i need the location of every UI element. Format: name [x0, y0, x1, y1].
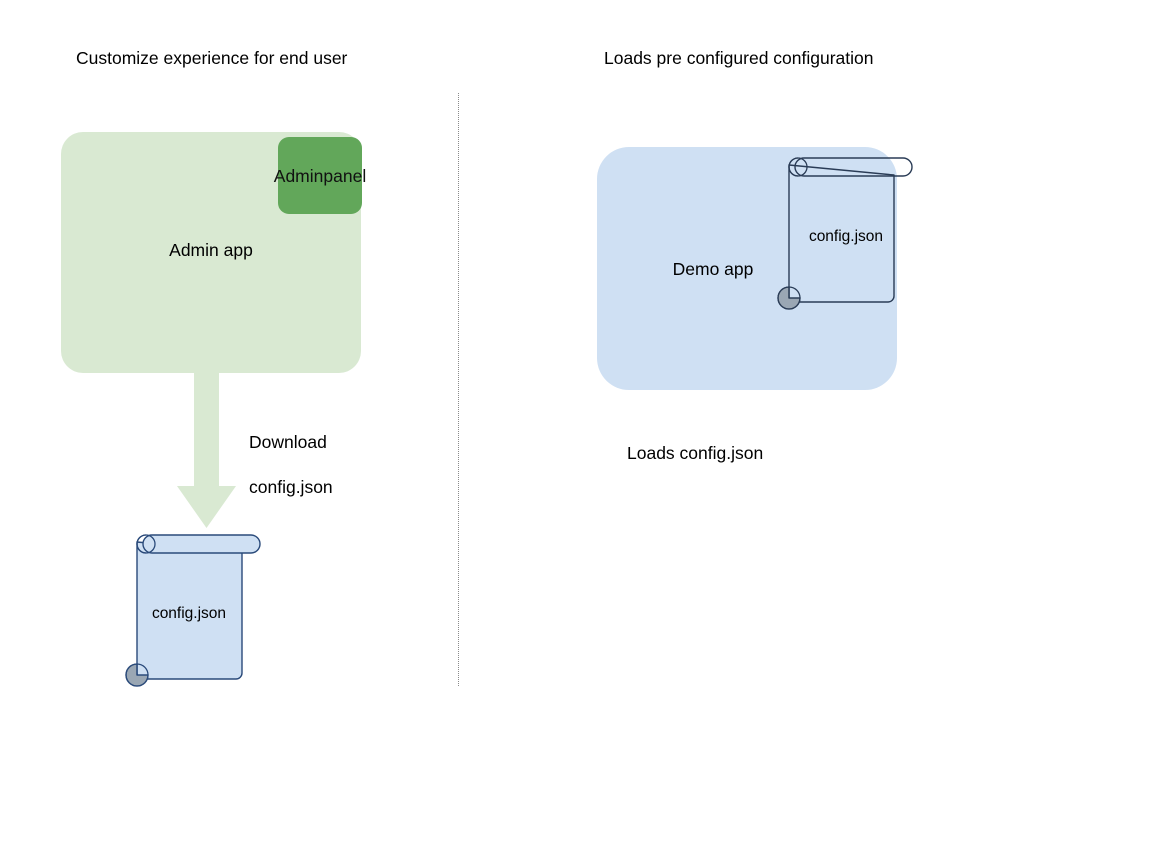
download-caption-line1: Download: [249, 431, 327, 452]
config-json-document-left: config.json: [121, 530, 261, 687]
demo-app-label: Demo app: [672, 259, 754, 279]
admin-app-label: Admin app: [169, 240, 253, 260]
config-json-label-left: config.json: [151, 605, 227, 622]
left-section-title: Customize experience for end user: [76, 48, 348, 68]
download-caption-line2: config.json: [249, 476, 333, 497]
admin-panel-button[interactable]: Admin panel: [274, 137, 366, 214]
admin-panel-label-line1: Admin: [273, 165, 324, 186]
download-arrow-icon: [176, 373, 237, 528]
config-json-label-right: config.json: [808, 228, 884, 245]
vertical-divider: [458, 93, 459, 686]
admin-panel-label-line2: panel: [323, 165, 367, 186]
download-arrow-caption: Download config.json: [249, 408, 333, 521]
right-section-title: Loads pre configured configuration: [604, 48, 874, 68]
demo-app-box: Demo app: [597, 147, 897, 390]
loads-config-caption: Loads config.json: [627, 443, 764, 463]
config-json-document-right: config.json: [773, 153, 913, 310]
